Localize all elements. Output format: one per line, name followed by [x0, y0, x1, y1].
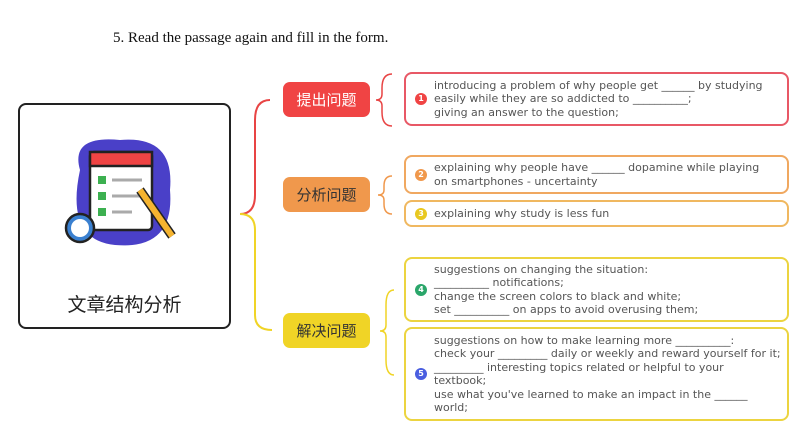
number-badge: 2	[415, 168, 427, 181]
number-badge: 5	[415, 368, 427, 380]
exercise-title: 5. Read the passage again and fill in th…	[113, 30, 389, 46]
number-badge: 4	[415, 283, 427, 296]
item-line: __________ notifications;	[434, 276, 564, 289]
stage-solve-problem: 解决问题	[283, 313, 370, 348]
item-line: check your _________ daily or weekly and…	[434, 347, 781, 360]
item-line: suggestions on how to make learning more…	[434, 333, 735, 347]
number-badge: 3	[415, 207, 427, 220]
form-item-1: 1 introducing a problem of why people get…	[404, 72, 789, 126]
form-item-2: 2 explaining why people have ______ dopam…	[404, 155, 789, 194]
item-line: textbook;	[434, 374, 487, 387]
stage-analyze-problem: 分析问题	[283, 177, 370, 212]
center-label: 文章结构分析	[67, 294, 182, 316]
item-line: easily while they are so addicted to ___…	[434, 92, 692, 106]
item-line: suggestions on changing the situation:	[434, 262, 649, 276]
item-line: introducing a problem of why people get …	[434, 78, 763, 92]
center-card	[18, 103, 231, 329]
form-item-4: 4 suggestions on changing the situation:_…	[404, 257, 789, 322]
item-line: set __________ on apps to avoid overusin…	[434, 303, 699, 316]
number-badge: 1	[415, 93, 427, 105]
form-item-3: 3 explaining why study is less fun	[404, 200, 789, 227]
item-line: explaining why people have ______ dopami…	[434, 161, 760, 174]
item-line: on smartphones - uncertainty	[434, 174, 598, 188]
checklist-icon	[64, 139, 176, 246]
form-item-5: 5 suggestions on how to make learning mor…	[404, 327, 789, 421]
item-line: _________ interesting topics related or …	[434, 360, 724, 374]
stage-raise-problem: 提出问题	[283, 82, 370, 117]
item-line: change the screen colors to black and wh…	[434, 289, 682, 303]
item-line: giving an answer to the question;	[434, 105, 619, 119]
item-line: use what you've learned to make an impac…	[434, 387, 748, 401]
item-line: explaining why study is less fun	[434, 206, 610, 220]
item-line: world;	[434, 401, 468, 414]
